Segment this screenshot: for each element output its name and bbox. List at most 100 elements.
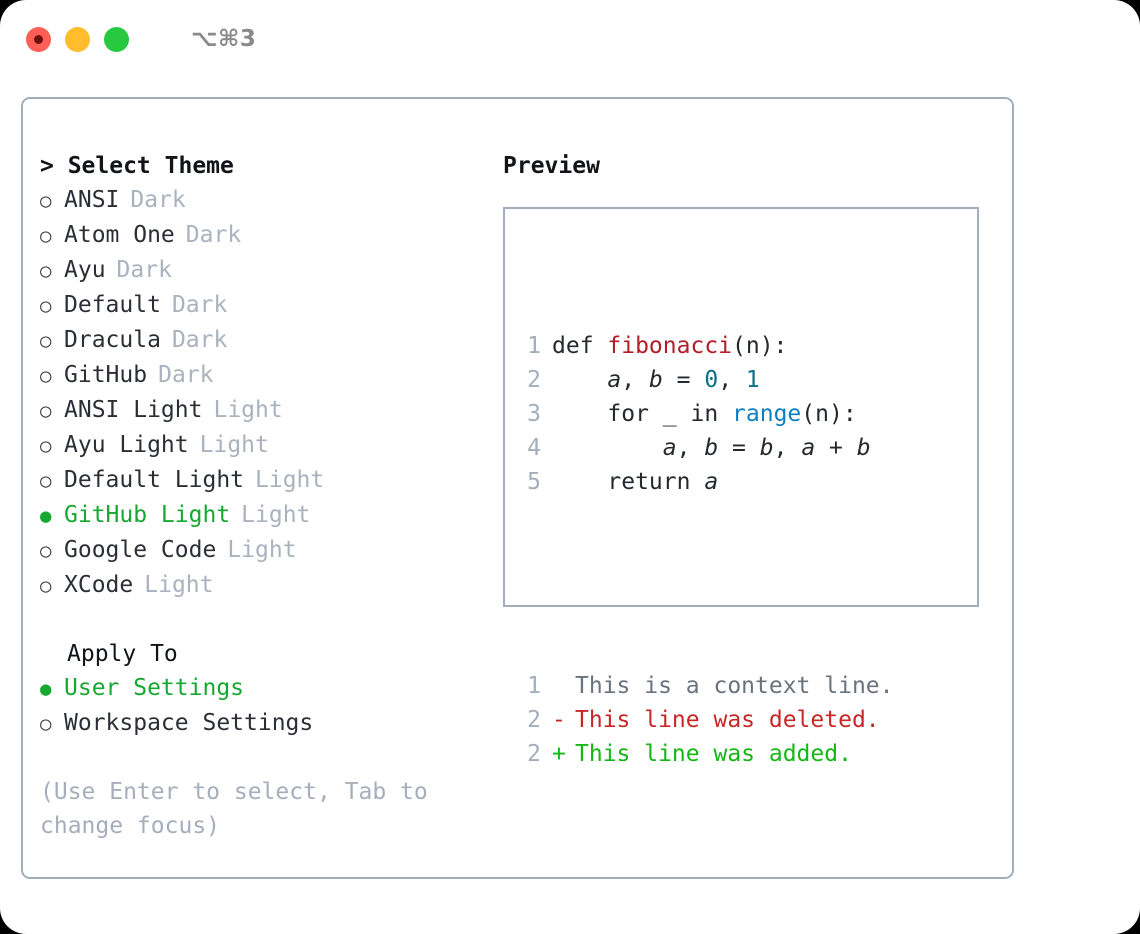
radio-unselected-icon: ○: [40, 365, 52, 387]
code-token-plain: [552, 367, 607, 393]
theme-option-github[interactable]: ○ GitHub Dark: [40, 358, 480, 393]
theme-option-atom-one[interactable]: ○ Atom One Dark: [40, 218, 480, 253]
theme-option-default-light[interactable]: ○ Default Light Light: [40, 463, 480, 498]
code-token-num: 1: [745, 367, 760, 393]
theme-option-dracula[interactable]: ○ Dracula Dark: [40, 323, 480, 358]
code-token-var: b: [759, 435, 774, 461]
code-token-num: 0: [704, 367, 719, 393]
window-controls: [26, 26, 129, 52]
code-blank-line: [523, 567, 894, 601]
code-token-var: b: [648, 367, 663, 393]
code-token-plain: =: [662, 367, 705, 393]
select-theme-header: > Select Theme: [40, 153, 234, 179]
theme-name: ANSI: [64, 187, 120, 213]
code-token-var: _: [662, 401, 677, 427]
radio-unselected-icon: ○: [40, 330, 52, 352]
code-token-var: a: [662, 435, 677, 461]
code-token-plain: ,: [773, 435, 802, 461]
code-line: 4 a, b = b, a + b: [523, 431, 894, 465]
theme-name: Atom One: [64, 222, 175, 248]
theme-variant-label: Dark: [130, 187, 186, 213]
theme-variant-label: Light: [241, 502, 311, 528]
theme-variant-label: Dark: [185, 222, 242, 248]
code-token-plain: =: [718, 435, 760, 461]
code-token-var: a: [607, 367, 622, 393]
maximize-button[interactable]: [104, 26, 129, 52]
theme-option-ansi[interactable]: ○ ANSI Dark: [40, 183, 480, 218]
theme-name: XCode: [64, 572, 134, 598]
code-token-plain: ,: [718, 367, 746, 393]
code-line: 3 for _ in range(n):: [523, 397, 894, 431]
code-token-plain: [552, 435, 663, 461]
code-line: 2 a, b = 0, 1: [523, 363, 894, 397]
apply-to-header: Apply To: [67, 641, 178, 667]
radio-unselected-icon: ○: [40, 190, 52, 212]
theme-variant-label: Dark: [171, 327, 228, 353]
theme-name: Ayu: [64, 257, 106, 283]
diff-text: This line was added.: [575, 741, 852, 767]
code-token-plain: ,: [621, 367, 649, 393]
diff-line-ctx: 1 This is a context line.: [523, 669, 894, 703]
code-token-plain: ,: [676, 435, 705, 461]
line-number: 3: [527, 401, 541, 427]
section-spacer: [40, 603, 480, 637]
theme-name: Dracula: [64, 327, 161, 353]
minimize-button[interactable]: [65, 26, 90, 52]
apply-to-label: Workspace Settings: [64, 710, 314, 736]
radio-unselected-icon: ○: [40, 435, 52, 457]
code-token-kw: return: [552, 469, 705, 495]
theme-variant-label: Light: [255, 467, 325, 493]
title-bar: ⌥⌘3: [0, 0, 1140, 78]
apply-to-option-workspace-settings[interactable]: ○Workspace Settings: [40, 706, 480, 741]
code-token-var: a: [801, 435, 816, 461]
theme-name: GitHub Light: [64, 502, 231, 528]
line-number: 5: [527, 469, 541, 495]
diff-sign: +: [552, 741, 566, 767]
radio-unselected-icon: ○: [40, 540, 52, 562]
diff-text: This line was deleted.: [575, 707, 880, 733]
code-token-plain: (n):: [732, 333, 788, 359]
line-number: 2: [527, 707, 541, 733]
code-token-var: b: [856, 435, 871, 461]
code-token-kw: def: [552, 333, 608, 359]
code-token-builtin: range: [732, 401, 802, 427]
theme-name: Default Light: [64, 467, 245, 493]
apply-to-option-user-settings[interactable]: ●User Settings: [40, 671, 480, 706]
code-token-plain: +: [815, 435, 857, 461]
keyboard-shortcut-label: ⌥⌘3: [191, 26, 257, 52]
diff-sign: [552, 669, 575, 703]
theme-variant-label: Light: [227, 537, 297, 563]
theme-name: Default: [64, 292, 161, 318]
radio-unselected-icon: ○: [40, 400, 52, 422]
theme-variant-label: Dark: [158, 362, 214, 388]
diff-lines: 1 This is a context line.2-This line was…: [523, 669, 894, 771]
diff-text: This is a context line.: [575, 673, 894, 699]
theme-variant-label: Light: [213, 397, 283, 423]
radio-unselected-icon: ○: [40, 225, 52, 247]
code-token-kw: for: [552, 401, 663, 427]
line-number: 1: [527, 333, 541, 359]
radio-selected-icon: ●: [40, 678, 52, 700]
close-button[interactable]: [26, 26, 51, 52]
radio-unselected-icon: ○: [40, 470, 52, 492]
theme-name: GitHub: [64, 362, 148, 388]
code-token-plain: (n):: [801, 401, 857, 427]
theme-variant-label: Light: [199, 432, 269, 458]
radio-unselected-icon: ○: [40, 260, 52, 282]
diff-line-add: 2+This line was added.: [523, 737, 894, 771]
